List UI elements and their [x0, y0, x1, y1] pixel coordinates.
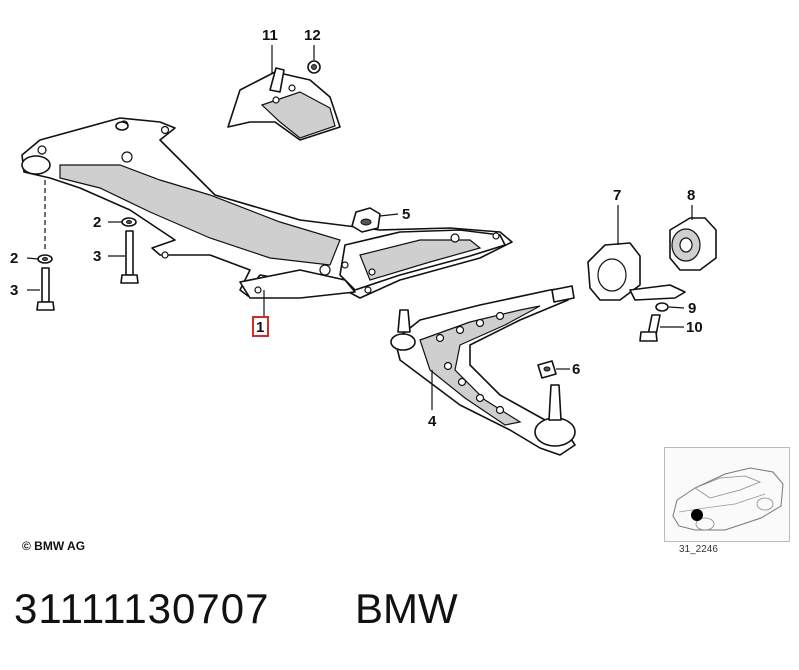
- nut-12: [307, 60, 321, 74]
- rubber-bushing-8: [669, 217, 717, 271]
- callout-1-highlight: [252, 316, 269, 337]
- bush-bracket-7: [587, 242, 686, 301]
- copyright-notice: © BMW AG: [22, 539, 86, 553]
- bolt-3-left: [36, 180, 55, 311]
- callout-12: 12: [304, 27, 321, 44]
- bolt-10: [639, 314, 661, 342]
- callout-2-left: 2: [10, 250, 18, 267]
- heat-shield-bracket: [227, 67, 341, 141]
- inset-ref-code: 31_2246: [679, 544, 718, 555]
- callout-9: 9: [688, 300, 696, 317]
- brand-name: BMW: [355, 585, 458, 632]
- washer-2-mid: [121, 217, 137, 227]
- washer-9: [655, 302, 669, 312]
- part-number: 31111130707: [14, 585, 270, 632]
- callout-2-mid: 2: [93, 214, 101, 231]
- location-marker: [691, 509, 703, 521]
- callout-1: 1: [256, 319, 264, 336]
- callout-4: 4: [428, 413, 437, 430]
- callout-3-mid: 3: [93, 248, 101, 265]
- rubber-mount-5: [351, 207, 381, 233]
- front-axle-carrier: [21, 117, 513, 299]
- callout-10: 10: [686, 319, 703, 336]
- callout-3-left: 3: [10, 282, 18, 299]
- leader-lines: [26, 45, 693, 410]
- bolt-3-mid: [120, 230, 139, 284]
- callout-6: 6: [572, 361, 580, 378]
- callout-8: 8: [687, 187, 695, 204]
- vehicle-location-inset: [664, 447, 790, 542]
- callout-7: 7: [613, 187, 621, 204]
- callout-11: 11: [262, 27, 278, 44]
- callout-5: 5: [402, 206, 410, 223]
- nut-6: [537, 360, 557, 379]
- exploded-parts-diagram: 11 12 1 2 3 2 3 5 4 6 7 8 9 10: [10, 27, 717, 456]
- control-arm-4: [390, 285, 576, 456]
- washer-2-left: [37, 254, 53, 264]
